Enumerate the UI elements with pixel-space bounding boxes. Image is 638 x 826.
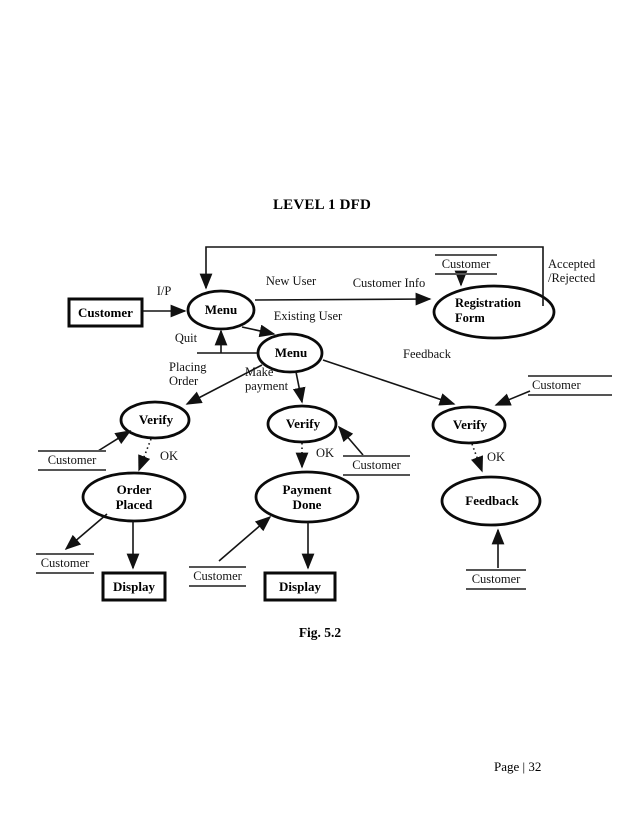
flow-make-payment-line: [292, 371, 306, 404]
external-entity-customer-label: Customer: [78, 305, 133, 320]
flow-existing-user-line: [241, 324, 276, 338]
flow-store-to-verify-right-line: [494, 390, 531, 406]
flow-store-to-verify-left-line: [97, 430, 132, 452]
data-store-customer-bottom-middle: Customer: [189, 566, 246, 587]
flow-label-feedback: Feedback: [403, 347, 451, 361]
flow-store-to-payment-done-line: [218, 515, 272, 562]
display-left-box: [101, 571, 167, 602]
figure-caption: Fig. 5.2: [298, 625, 342, 640]
flow-label-existing-user: Existing User: [273, 309, 343, 323]
flow-label-ip: I/P: [156, 284, 172, 298]
display-left-label: Display: [113, 579, 155, 594]
data-store-customer-bottom-left: Customer: [36, 553, 94, 574]
process-feedback-label: Feedback: [465, 493, 519, 508]
data-store-customer-bottom-right: Customer: [466, 569, 526, 590]
flow-label-make-payment: Make payment: [245, 365, 289, 393]
process-verify-right-ellipse: [431, 405, 507, 445]
data-store-customer-registration: Customer: [435, 254, 497, 275]
external-entity-customer-box: [67, 297, 144, 328]
flow-label-quit: Quit: [174, 331, 198, 345]
flow-placing-order-line: [185, 364, 263, 405]
data-store-customer-right-top: Customer: [528, 375, 612, 396]
flow-label-placing-order: Placing Order: [169, 360, 207, 388]
process-menu1-ellipse: [186, 289, 256, 331]
process-registration-form-label: Registration Form: [455, 296, 521, 325]
flow-label-customer-info: Customer Info: [352, 276, 426, 290]
process-verify-right-label: Verify: [452, 417, 488, 432]
process-registration-form-ellipse: [432, 284, 556, 340]
data-store-customer-mid-center: Customer: [343, 455, 410, 476]
flow-label-ok-left: OK: [159, 449, 179, 463]
flow-label-ok-middle: OK: [315, 446, 335, 460]
flow-new-user-customer-info-line: [254, 292, 432, 306]
process-order-placed-ellipse: [81, 471, 187, 523]
process-menu2-ellipse: [256, 332, 324, 374]
data-store-customer-mid-left: Customer: [38, 450, 106, 471]
flow-order-placed-to-store-line: [64, 513, 108, 551]
flow-label-new-user: New User: [265, 274, 317, 288]
process-payment-done-ellipse: [254, 470, 360, 524]
process-payment-done-label: Payment Done: [282, 482, 332, 512]
flow-feedback-line: [322, 359, 456, 406]
process-menu1-label: Menu: [204, 302, 238, 317]
process-verify-left-label: Verify: [138, 412, 174, 427]
flow-ok-left-dotted-line: [138, 438, 152, 472]
process-verify-middle-label: Verify: [285, 416, 321, 431]
flow-accepted-rejected-return-line: [199, 246, 544, 306]
display-middle-label: Display: [279, 579, 321, 594]
process-feedback-ellipse: [440, 475, 542, 527]
process-verify-middle-ellipse: [266, 404, 338, 444]
page-number: Page | 32: [494, 759, 542, 774]
page-title: LEVEL 1 DFD: [272, 197, 372, 213]
process-verify-left-ellipse: [119, 400, 191, 440]
display-middle-box: [263, 571, 337, 602]
flow-label-accepted-rejected: Accepted /Rejected: [548, 257, 596, 285]
flow-store-to-verify-middle-line: [337, 425, 364, 456]
flow-ok-right-dotted-line: [470, 443, 484, 473]
flow-label-ok-right: OK: [486, 450, 506, 464]
process-order-placed-label: Order Placed: [115, 482, 153, 512]
process-menu2-label: Menu: [274, 345, 308, 360]
